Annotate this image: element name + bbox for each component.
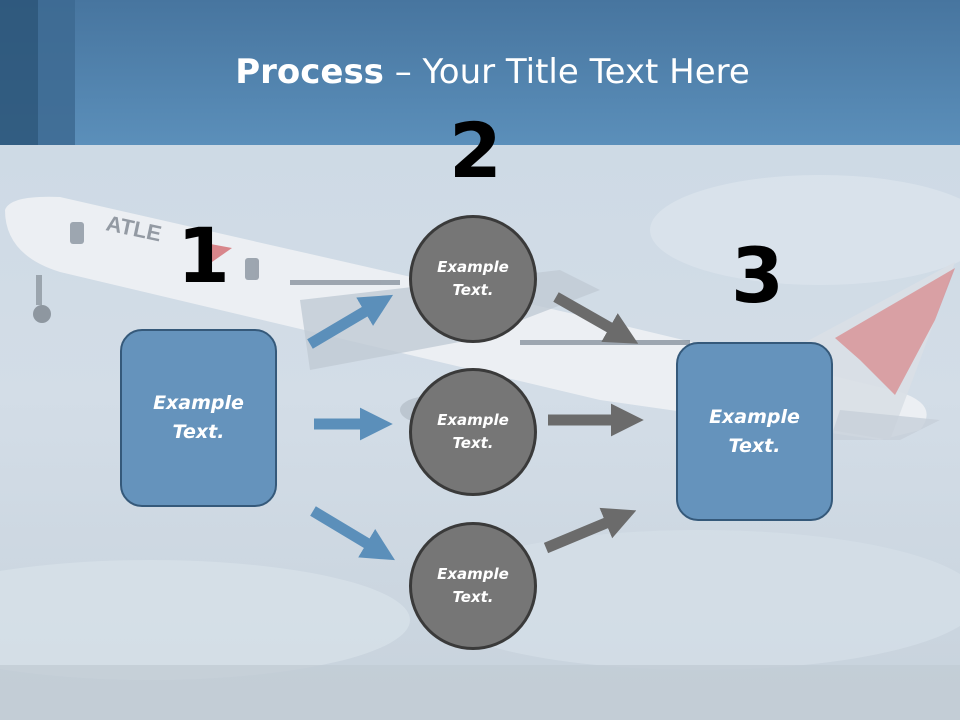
title-bold: Process [235,52,384,92]
step-number-2: 2 [449,106,502,195]
circle-text-line: Text. [452,588,494,606]
circle-text-line: Example [437,565,509,583]
circle-text-line: Text. [452,281,494,299]
circle-text-line: Example [437,258,509,276]
box-text-line: Text. [728,434,781,457]
step-number-1: 1 [177,211,230,300]
box-text-line: Example [709,405,800,428]
circle-text-line: Example [437,411,509,429]
process-box-right: Example Text. [676,342,833,521]
circle-text-line: Text. [452,434,494,452]
slide-title: Process – Your Title Text Here [0,52,960,92]
header-accent-strip [0,0,38,145]
process-box-left: Example Text. [120,329,277,507]
title-rest: – Your Title Text Here [383,52,750,92]
header-band [0,0,960,145]
process-circle-top: Example Text. [409,215,537,343]
step-number-3: 3 [731,231,784,320]
box-text-line: Example [153,392,244,414]
process-circle-middle: Example Text. [409,368,537,496]
box-text-line: Text. [172,421,225,443]
process-circle-bottom: Example Text. [409,522,537,650]
header-accent-strip [38,0,75,145]
